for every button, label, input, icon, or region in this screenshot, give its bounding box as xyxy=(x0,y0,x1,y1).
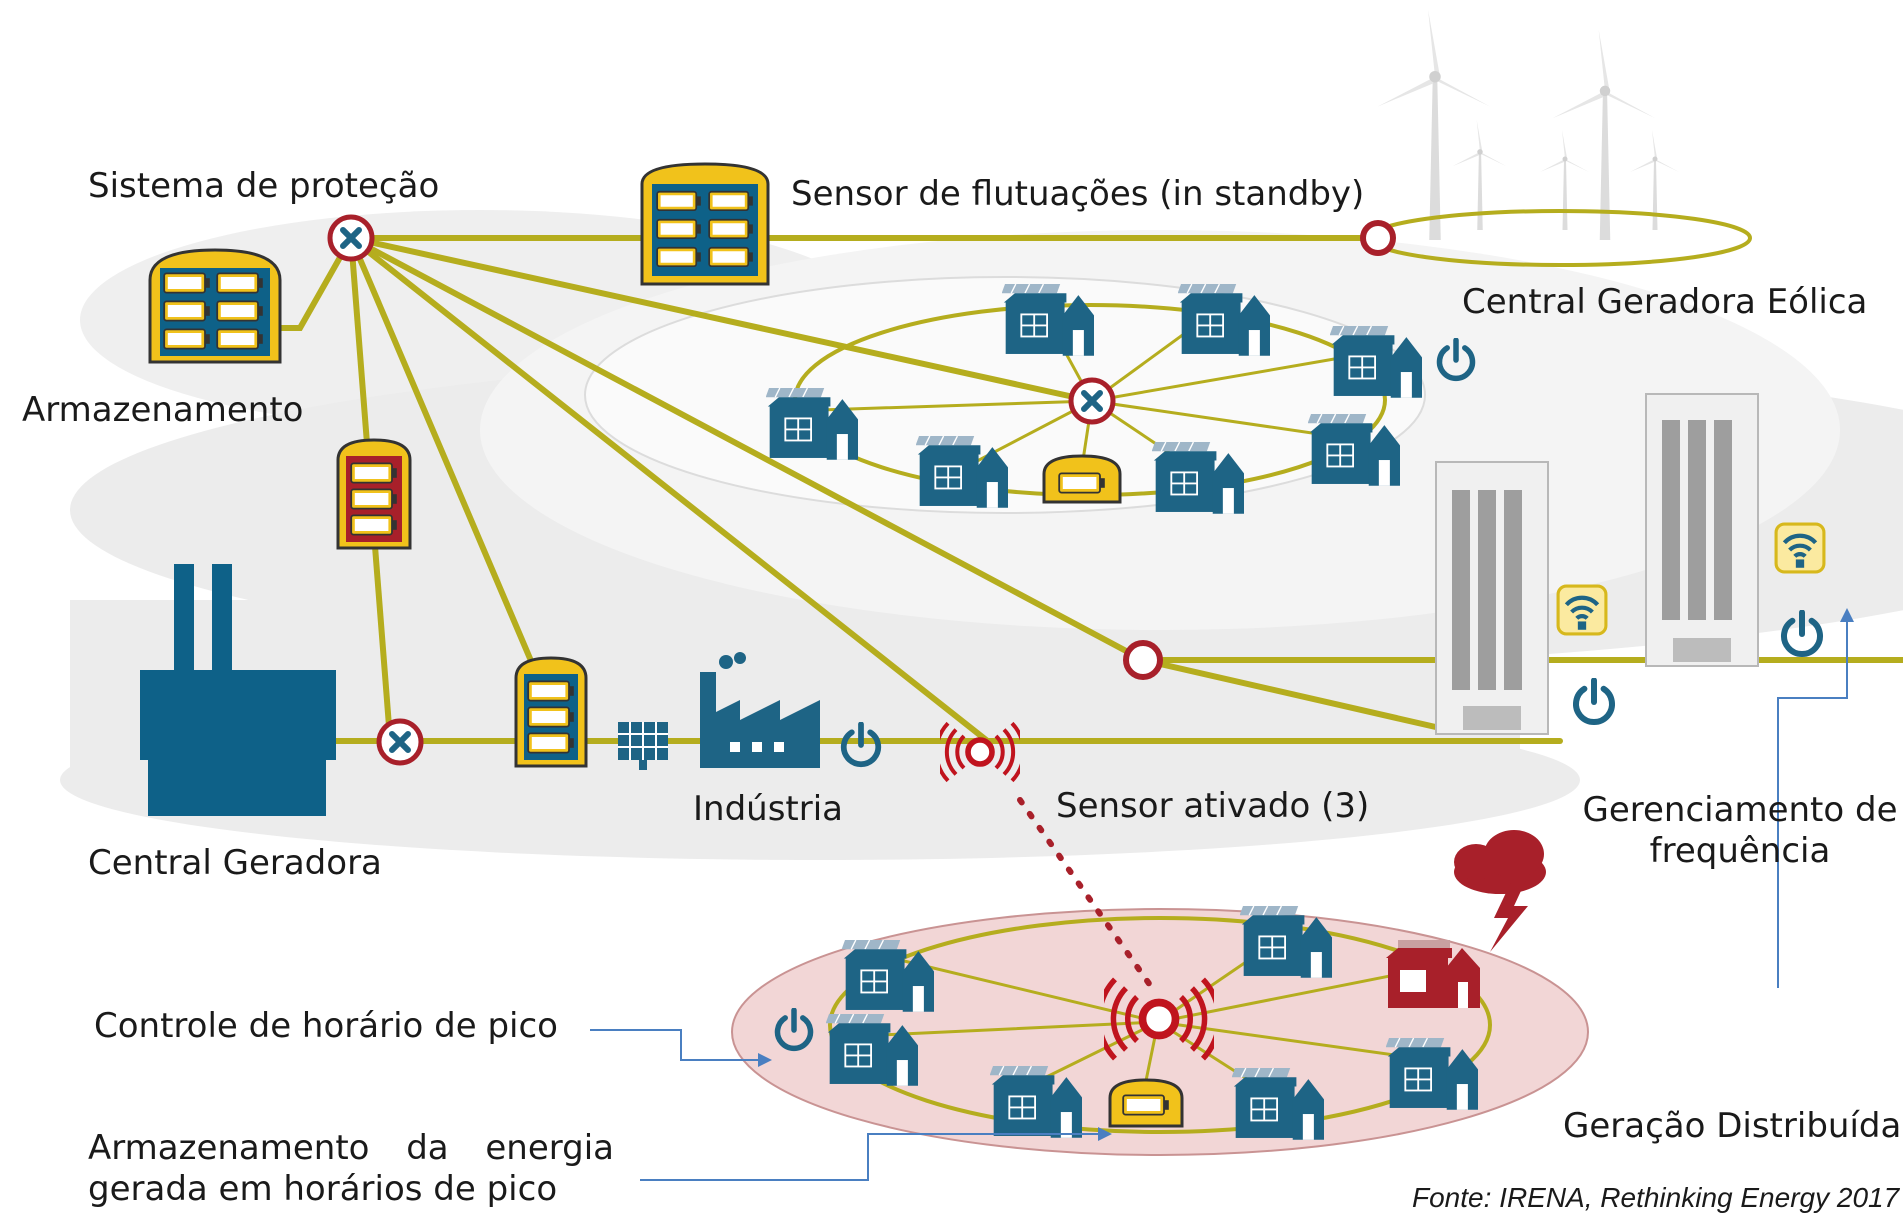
label-storage: Armazenamento xyxy=(22,390,304,430)
label-peak-storage-line2: gerada em horários de pico xyxy=(88,1168,558,1209)
label-frequency-management: Gerenciamento de frequência xyxy=(1580,790,1900,872)
storm-cloud-icon xyxy=(1454,830,1546,952)
label-peak-storage-line1: Armazenamento da energia xyxy=(88,1128,614,1168)
label-frequency-management-line1: Gerenciamento de xyxy=(1582,790,1898,830)
label-peak-control: Controle de horário de pico xyxy=(94,1006,558,1046)
source-credit: Fonte: IRENA, Rethinking Energy 2017 xyxy=(1412,1182,1900,1213)
power-plant-icon xyxy=(140,564,336,816)
battery-pack-icon xyxy=(148,162,1184,1128)
label-industry: Indústria xyxy=(693,789,844,829)
label-distributed-generation: Geração Distribuída xyxy=(1563,1106,1902,1146)
factory-icon xyxy=(700,652,820,768)
label-peak-storage: Armazenamento da energia gerada em horár… xyxy=(88,1128,614,1210)
wind-turbine-icon xyxy=(1377,10,1679,240)
label-protection-system: Sistema de proteção xyxy=(88,166,440,206)
solar-panel-icon xyxy=(618,722,668,770)
label-frequency-management-line2: frequência xyxy=(1649,830,1831,871)
label-power-plant: Central Geradora xyxy=(88,843,382,883)
label-sensor-activated: Sensor ativado (3) xyxy=(1056,786,1370,826)
sensor-link xyxy=(1017,797,1153,988)
annotation-arrows xyxy=(590,608,1854,1181)
label-fluctuation-sensor: Sensor de flutuações (in standby) xyxy=(791,174,1365,214)
sensor-node xyxy=(1123,220,1396,680)
label-wind-plant: Central Geradora Eólica xyxy=(1462,282,1868,322)
affected-house-icon xyxy=(1386,940,1480,1008)
grid-lines xyxy=(267,209,1903,1134)
office-building-icon xyxy=(1435,393,1759,735)
